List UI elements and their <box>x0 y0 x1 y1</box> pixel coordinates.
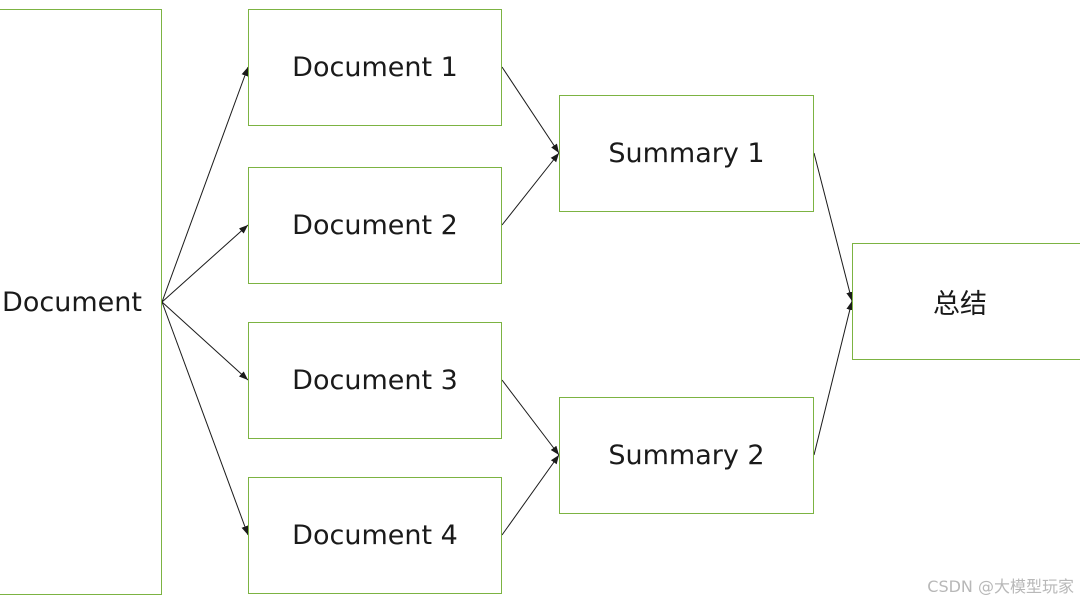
document-2-node: Document 2 <box>248 167 502 284</box>
source-document-label: Document <box>2 286 142 318</box>
final-summary-node: 总结 <box>852 243 1080 360</box>
summary-1-label: Summary 1 <box>608 138 765 169</box>
arrow-doc-4-to-summary-2 <box>501 454 560 536</box>
summary-2-node: Summary 2 <box>559 397 814 514</box>
arrow-summary-2-to-final <box>813 300 854 456</box>
document-1-node: Document 1 <box>248 9 502 126</box>
arrow-doc-1-to-summary-1 <box>501 66 560 154</box>
document-3-label: Document 3 <box>292 365 458 396</box>
arrow-summary-1-to-final <box>813 152 854 302</box>
csdn-watermark: CSDN @大模型玩家 <box>927 577 1074 596</box>
document-2-label: Document 2 <box>292 210 458 241</box>
arrow-source-to-doc-3 <box>161 301 249 381</box>
document-3-node: Document 3 <box>248 322 502 439</box>
document-4-label: Document 4 <box>292 520 458 551</box>
arrow-source-to-doc-1 <box>161 66 249 303</box>
document-1-label: Document 1 <box>292 52 458 83</box>
summary-2-label: Summary 2 <box>608 440 765 471</box>
arrow-doc-3-to-summary-2 <box>501 379 560 456</box>
document-4-node: Document 4 <box>248 477 502 594</box>
arrow-source-to-doc-4 <box>161 301 249 536</box>
final-summary-label: 总结 <box>933 289 987 320</box>
connectors <box>161 66 854 536</box>
source-document-node: Document <box>0 9 162 595</box>
arrow-doc-2-to-summary-1 <box>501 152 560 226</box>
arrow-source-to-doc-2 <box>161 224 249 303</box>
summary-1-node: Summary 1 <box>559 95 814 212</box>
